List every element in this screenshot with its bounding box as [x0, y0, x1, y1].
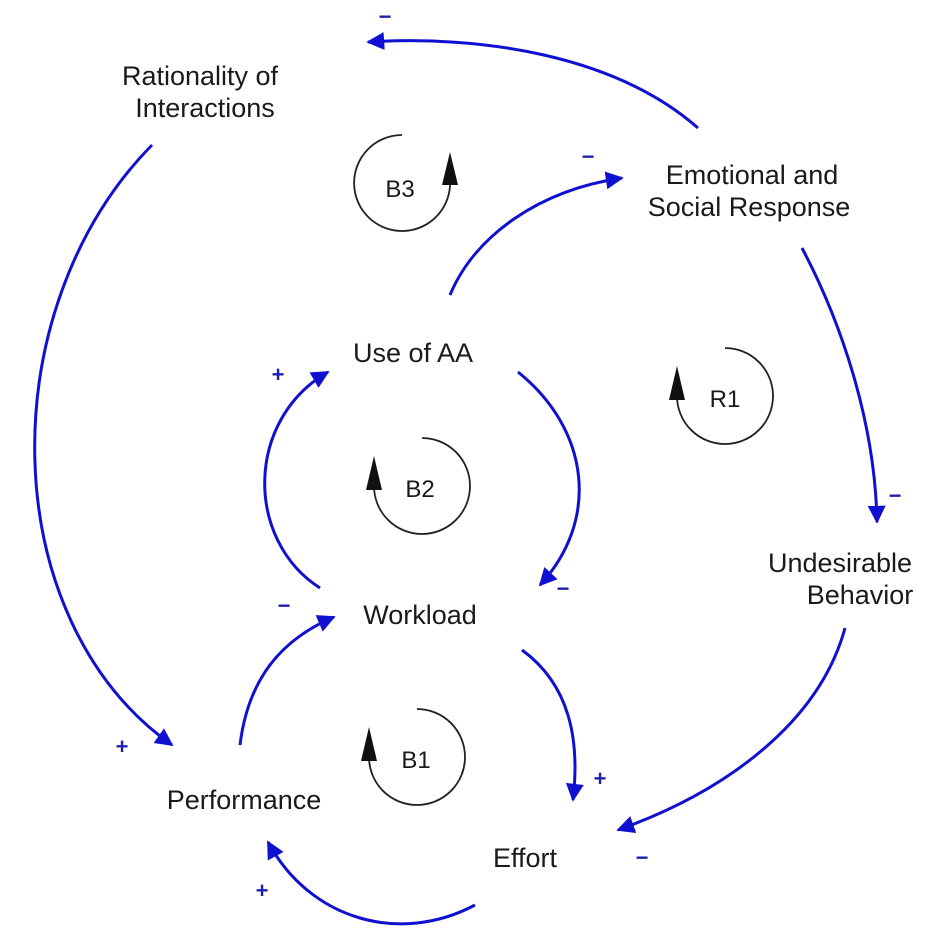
loop-b1-label: B1 — [401, 747, 430, 774]
edge-workload-to-effort — [521, 648, 584, 802]
polarity-workload-to-effort: + — [594, 766, 607, 791]
edge-rationality-to-performance — [33, 143, 174, 747]
node-rationality-line2: Interactions — [135, 93, 275, 123]
edge-emotional-to-undesirable — [800, 247, 886, 524]
polarity-undesirable-to-effort: − — [636, 845, 649, 870]
polarity-effort-to-performance: + — [256, 878, 269, 903]
polarity-useaa-to-emotional: − — [582, 144, 595, 169]
polarity-performance-to-useaa: + — [272, 362, 285, 387]
loop-r1-label: R1 — [710, 386, 741, 413]
node-emotional-line1: Emotional and — [666, 160, 839, 190]
node-rationality-line1: Rationality of — [122, 61, 279, 91]
edge-useaa-to-workload — [517, 370, 581, 587]
loop-r1-arrowhead — [669, 366, 685, 400]
loop-r1: R1 — [669, 347, 774, 445]
loop-b1-circle — [368, 708, 466, 806]
loop-b2-label: B2 — [405, 476, 434, 503]
node-workload: Workload — [363, 600, 477, 630]
node-emotional-line2: Social Response — [648, 192, 851, 222]
polarity-emotional-to-rationality: − — [379, 4, 392, 29]
edge-useaa-to-emotional — [448, 171, 624, 296]
polarity-useaa-to-workload: − — [557, 576, 570, 601]
polarity-rationality-to-performance: + — [116, 734, 129, 759]
edge-emotional-to-rationality — [366, 32, 699, 130]
edge-workload-to-useaa — [263, 370, 330, 590]
polarity-emotional-to-undesirable: − — [889, 483, 902, 508]
loop-b2: B2 — [366, 437, 471, 535]
node-performance: Performance — [167, 785, 322, 815]
loop-b3-label: B3 — [385, 176, 414, 203]
node-undesirable-line1: Undesirable — [768, 548, 912, 578]
loop-b3: B3 — [353, 134, 458, 232]
loop-r1-circle — [676, 347, 774, 445]
edge-performance-to-workload — [238, 615, 336, 746]
node-effort: Effort — [493, 843, 558, 873]
loop-b1-arrowhead — [361, 727, 377, 761]
loop-b2-arrowhead — [366, 456, 382, 490]
node-undesirable-line2: Behavior — [807, 580, 914, 610]
polarity-performance-to-workload: − — [278, 593, 291, 618]
loop-b3-circle — [353, 134, 451, 232]
loop-b2-circle — [373, 437, 471, 535]
loop-b1: B1 — [361, 708, 466, 806]
loop-b3-arrowhead — [442, 152, 458, 185]
edge-effort-to-performance — [266, 840, 476, 926]
node-use-of-aa: Use of AA — [353, 338, 473, 368]
edge-undesirable-to-effort — [616, 627, 847, 834]
